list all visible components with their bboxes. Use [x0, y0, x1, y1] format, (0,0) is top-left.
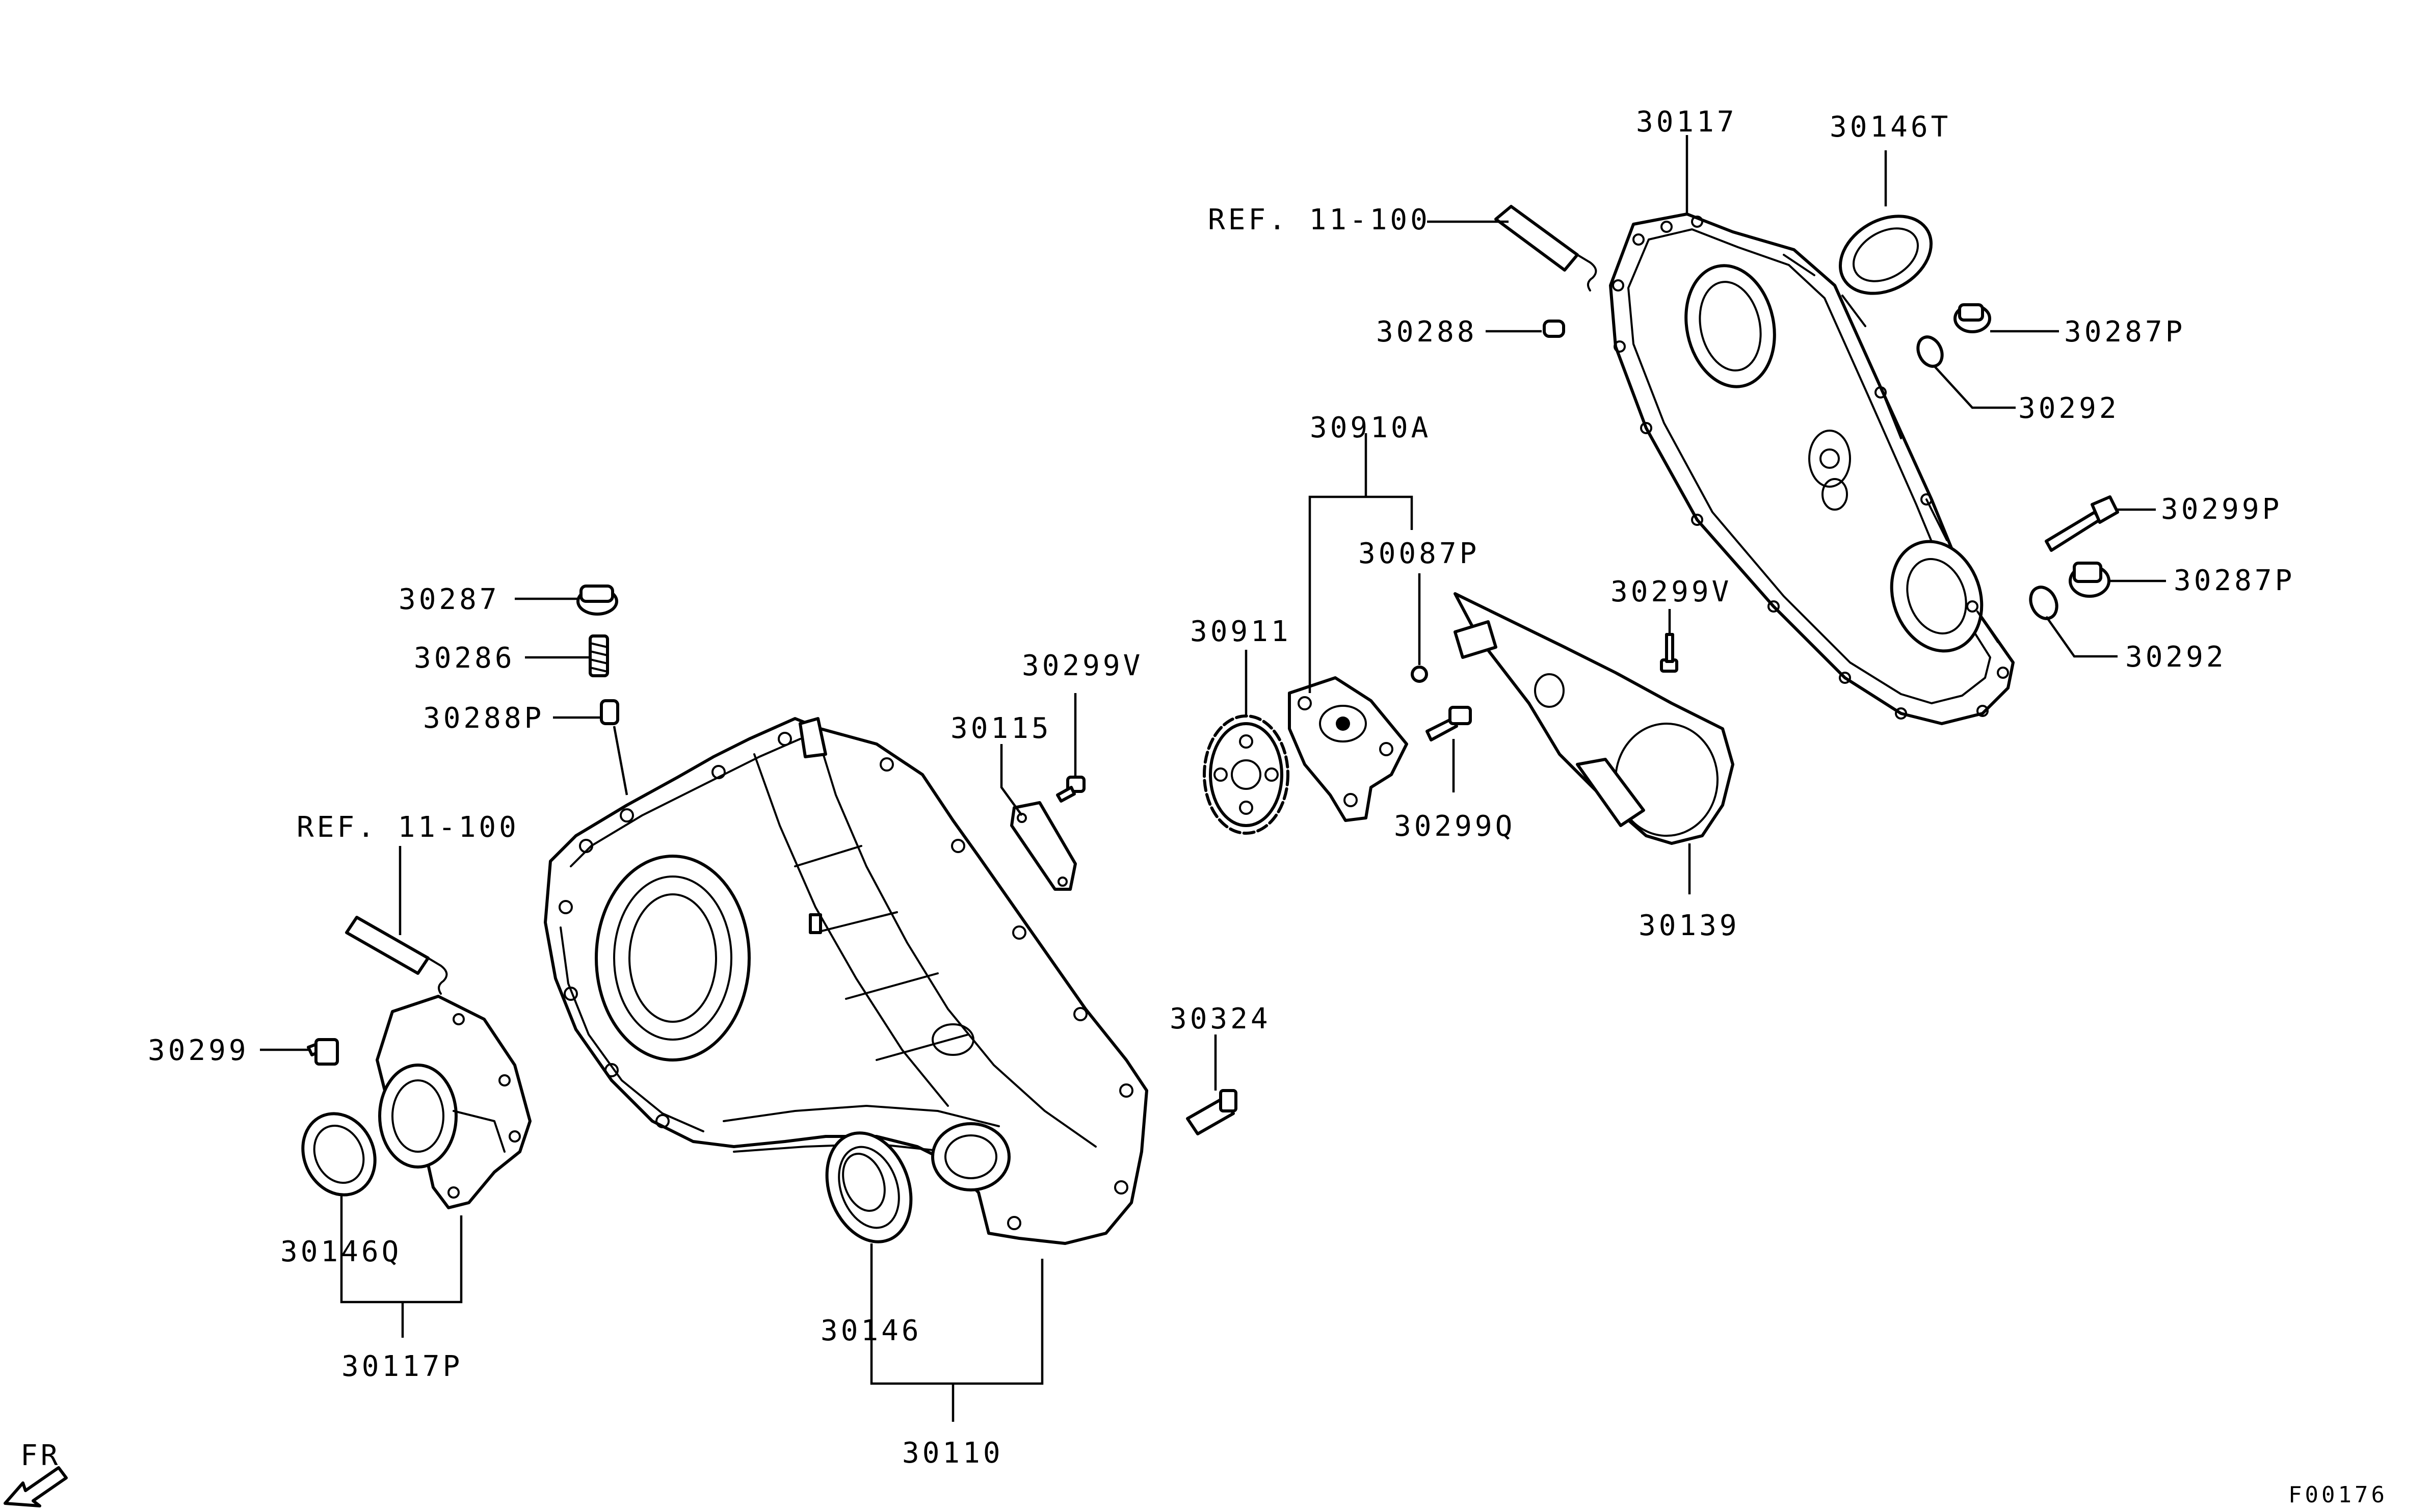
- bolt-30299[interactable]: [307, 1038, 339, 1066]
- label-30287: 30287: [399, 583, 500, 616]
- label-30324: 30324: [1170, 1002, 1271, 1036]
- bolt-30299V-left[interactable]: [1056, 776, 1086, 803]
- label-ref-top: REF. 11-100: [1208, 203, 1431, 236]
- front-direction-arrow: FR: [4, 1439, 68, 1507]
- label-30292-mid: 30292: [2125, 641, 2227, 674]
- oil-strainer-30139[interactable]: [1454, 592, 1734, 845]
- bolt-30299V-right[interactable]: [1660, 633, 1678, 673]
- label-30911: 30911: [1190, 615, 1291, 648]
- label-30146T: 30146T: [1830, 111, 1951, 144]
- diagram-code: F00176: [2288, 1482, 2388, 1508]
- sensor-30324[interactable]: [1186, 1089, 1237, 1135]
- label-30087P: 30087P: [1358, 537, 1480, 570]
- label-30288: 30288: [1376, 315, 1477, 349]
- sealant-tube-top[interactable]: [1494, 205, 1597, 291]
- label-30117: 30117: [1636, 105, 1737, 139]
- label-30288P: 30288P: [423, 702, 544, 735]
- rear-case-cover-30117[interactable]: [1609, 213, 2015, 725]
- label-30910A: 30910A: [1310, 411, 1431, 444]
- dowel-pin-30288[interactable]: [1543, 320, 1565, 338]
- label-30299: 30299: [148, 1034, 249, 1067]
- label-30299V-right: 30299V: [1610, 575, 1732, 608]
- label-30299V-left: 30299V: [1022, 649, 1143, 682]
- label-30110: 30110: [902, 1437, 1003, 1470]
- label-30286: 30286: [414, 642, 515, 675]
- plug-30287[interactable]: [576, 585, 618, 616]
- oil-seal-30146[interactable]: [812, 1121, 926, 1254]
- plug-30287P-top[interactable]: [1953, 303, 1991, 333]
- spring-30286[interactable]: [589, 634, 609, 677]
- label-30115: 30115: [950, 712, 1052, 745]
- label-30117P: 30117P: [341, 1350, 463, 1383]
- label-ref-left: REF. 11-100: [297, 811, 519, 844]
- plug-30287P-mid[interactable]: [2069, 562, 2110, 598]
- oil-seal-30146T[interactable]: [1827, 201, 1945, 309]
- oil-pump-body-30910A[interactable]: [1288, 676, 1408, 822]
- gasket-30292-top[interactable]: [1913, 333, 1946, 370]
- label-30299Q: 30299Q: [1394, 810, 1515, 843]
- o-ring-30087P[interactable]: [1411, 666, 1428, 683]
- label-30146Q: 30146Q: [280, 1235, 402, 1268]
- label-30139: 30139: [1639, 909, 1740, 942]
- bolt-30299Q[interactable]: [1425, 706, 1472, 741]
- label-30299P: 30299P: [2161, 493, 2282, 526]
- label-30146: 30146: [821, 1314, 922, 1347]
- oil-pump-gear-30911[interactable]: [1203, 714, 1289, 835]
- direction-label: FR: [20, 1439, 61, 1472]
- extension-housing-30117P[interactable]: [376, 995, 532, 1209]
- leader-lines: [260, 135, 2166, 1422]
- oil-seal-30146Q[interactable]: [290, 1102, 388, 1207]
- label-30287P-top: 30287P: [2064, 315, 2185, 349]
- dowel-pin-30288P[interactable]: [600, 699, 619, 725]
- bolt-30299P[interactable]: [2045, 495, 2119, 552]
- label-30292-top: 30292: [2018, 392, 2120, 425]
- sealant-tube-left[interactable]: [345, 916, 448, 995]
- gasket-30292-mid[interactable]: [2026, 583, 2062, 623]
- label-30287P-mid: 30287P: [2174, 564, 2295, 597]
- front-case-30110[interactable]: [544, 717, 1148, 1245]
